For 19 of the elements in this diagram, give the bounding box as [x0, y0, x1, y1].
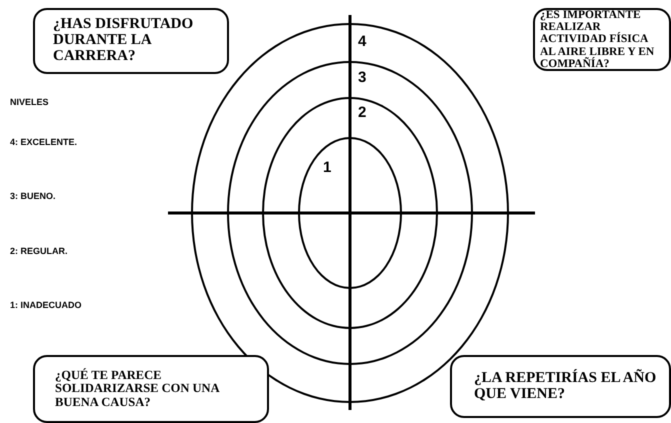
- level-number: 3: [358, 69, 366, 86]
- level-description: 1: INADECUADO: [10, 300, 82, 310]
- question-box: [33, 355, 269, 423]
- level-description: 3: BUENO.: [10, 191, 56, 201]
- level-number: 2: [358, 104, 366, 121]
- question-box: [450, 355, 671, 418]
- target-ring: [298, 137, 402, 289]
- level-description: 4: EXCELENTE.: [10, 137, 78, 147]
- level-description: 2: REGULAR.: [10, 246, 68, 256]
- question-text: ¿HAS DISFRUTADO DURANTE LA CARRERA?: [53, 17, 194, 65]
- target-ring: [262, 97, 438, 329]
- question-text: ¿ES IMPORTANTE REALIZAR ACTIVIDAD FÍSICA AL AIRE LIBRE Y EN COMPAÑÍA?: [540, 9, 656, 70]
- question-box: [33, 8, 229, 74]
- question-text: ¿QUÉ TE PARECE SOLIDARIZARSE CON UNA BUENA CAUSA?: [55, 369, 220, 409]
- question-box: [533, 8, 671, 71]
- level-number: 4: [358, 33, 366, 50]
- legend-heading: NIVELES: [10, 97, 49, 107]
- question-text: ¿LA REPETIRÍAS EL AÑO QUE VIENE?: [474, 370, 658, 402]
- level-number: 1: [323, 159, 332, 176]
